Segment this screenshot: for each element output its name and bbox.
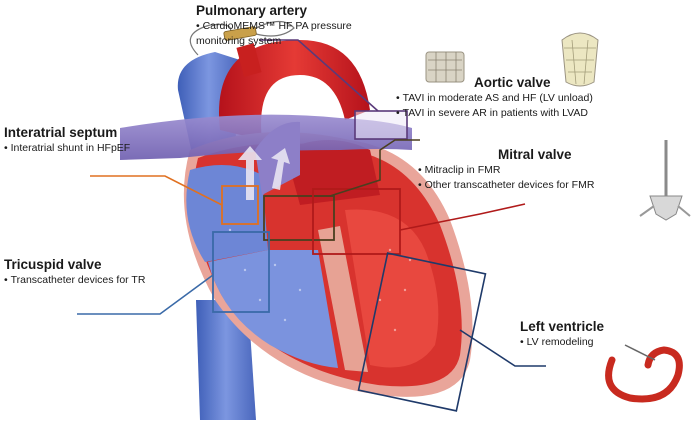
mitral-title: Mitral valve <box>498 147 572 162</box>
right-ventricle <box>208 250 338 368</box>
tricuspid-label: Tricuspid valve Transcatheter devices fo… <box>4 256 145 288</box>
left-ventricle-box <box>357 252 487 412</box>
aortic-branch-1 <box>236 43 262 77</box>
septum-label: Interatrial septum Interatrial shunt in … <box>4 124 130 156</box>
right-atrium <box>186 165 268 262</box>
tricuspid-item-1: Transcatheter devices for TR <box>4 273 146 288</box>
flow-arrow-1 <box>238 146 262 200</box>
ventricle-leader <box>459 329 546 367</box>
pulmonary-title: Pulmonary artery <box>196 3 308 18</box>
mitral-leader <box>399 203 526 231</box>
septum-item-1: Interatrial shunt in HFpEF <box>4 141 131 156</box>
pulmonary-label: Pulmonary artery CardioMEMS™ HF PA press… <box>196 2 352 49</box>
tricuspid-leader <box>77 274 214 315</box>
mitraclip-device-icon <box>639 140 691 221</box>
pulmonary-leader <box>260 39 379 112</box>
mitral-item-1: Mitraclip in FMR <box>418 163 594 178</box>
tavi-valve-icon-1 <box>425 51 465 83</box>
aortic-label: Aortic valve TAVI in moderate AS and HF … <box>396 74 593 121</box>
flow-arrow-2 <box>271 148 290 190</box>
aortic-item-1: TAVI in moderate AS and HF (LV unload) <box>396 91 593 106</box>
interventricular-septum <box>318 226 368 372</box>
mitral-item-2: Other transcatheter devices for FMR <box>418 178 595 193</box>
aortic-leader <box>329 139 420 197</box>
ventricle-item-1: LV remodeling <box>520 335 604 350</box>
tricuspid-valve-box <box>212 231 270 313</box>
septum-title: Interatrial septum <box>4 125 118 140</box>
mitral-valve-box <box>312 188 401 255</box>
pulmonary-item-1-cont: monitoring system <box>196 35 282 47</box>
tricuspid-title: Tricuspid valve <box>4 257 102 272</box>
ventricle-title: Left ventricle <box>520 319 605 334</box>
pulmonary-item-1: CardioMEMS™ HF PA pressure <box>196 19 352 34</box>
left-ventricle-chamber <box>345 209 439 368</box>
ventricle-label: Left ventricle LV remodeling <box>520 318 604 350</box>
aortic-title: Aortic valve <box>474 75 551 90</box>
lv-remodeling-device-icon <box>605 344 683 403</box>
aortic-valve-box <box>263 195 335 241</box>
septum-leader <box>90 175 223 206</box>
tavi-valve-icon-2 <box>561 32 599 87</box>
aortic-item-2: TAVI in severe AR in patients with LVAD <box>396 106 593 121</box>
mitral-label: Mitral valve Mitraclip in FMR Other tran… <box>418 146 595 193</box>
